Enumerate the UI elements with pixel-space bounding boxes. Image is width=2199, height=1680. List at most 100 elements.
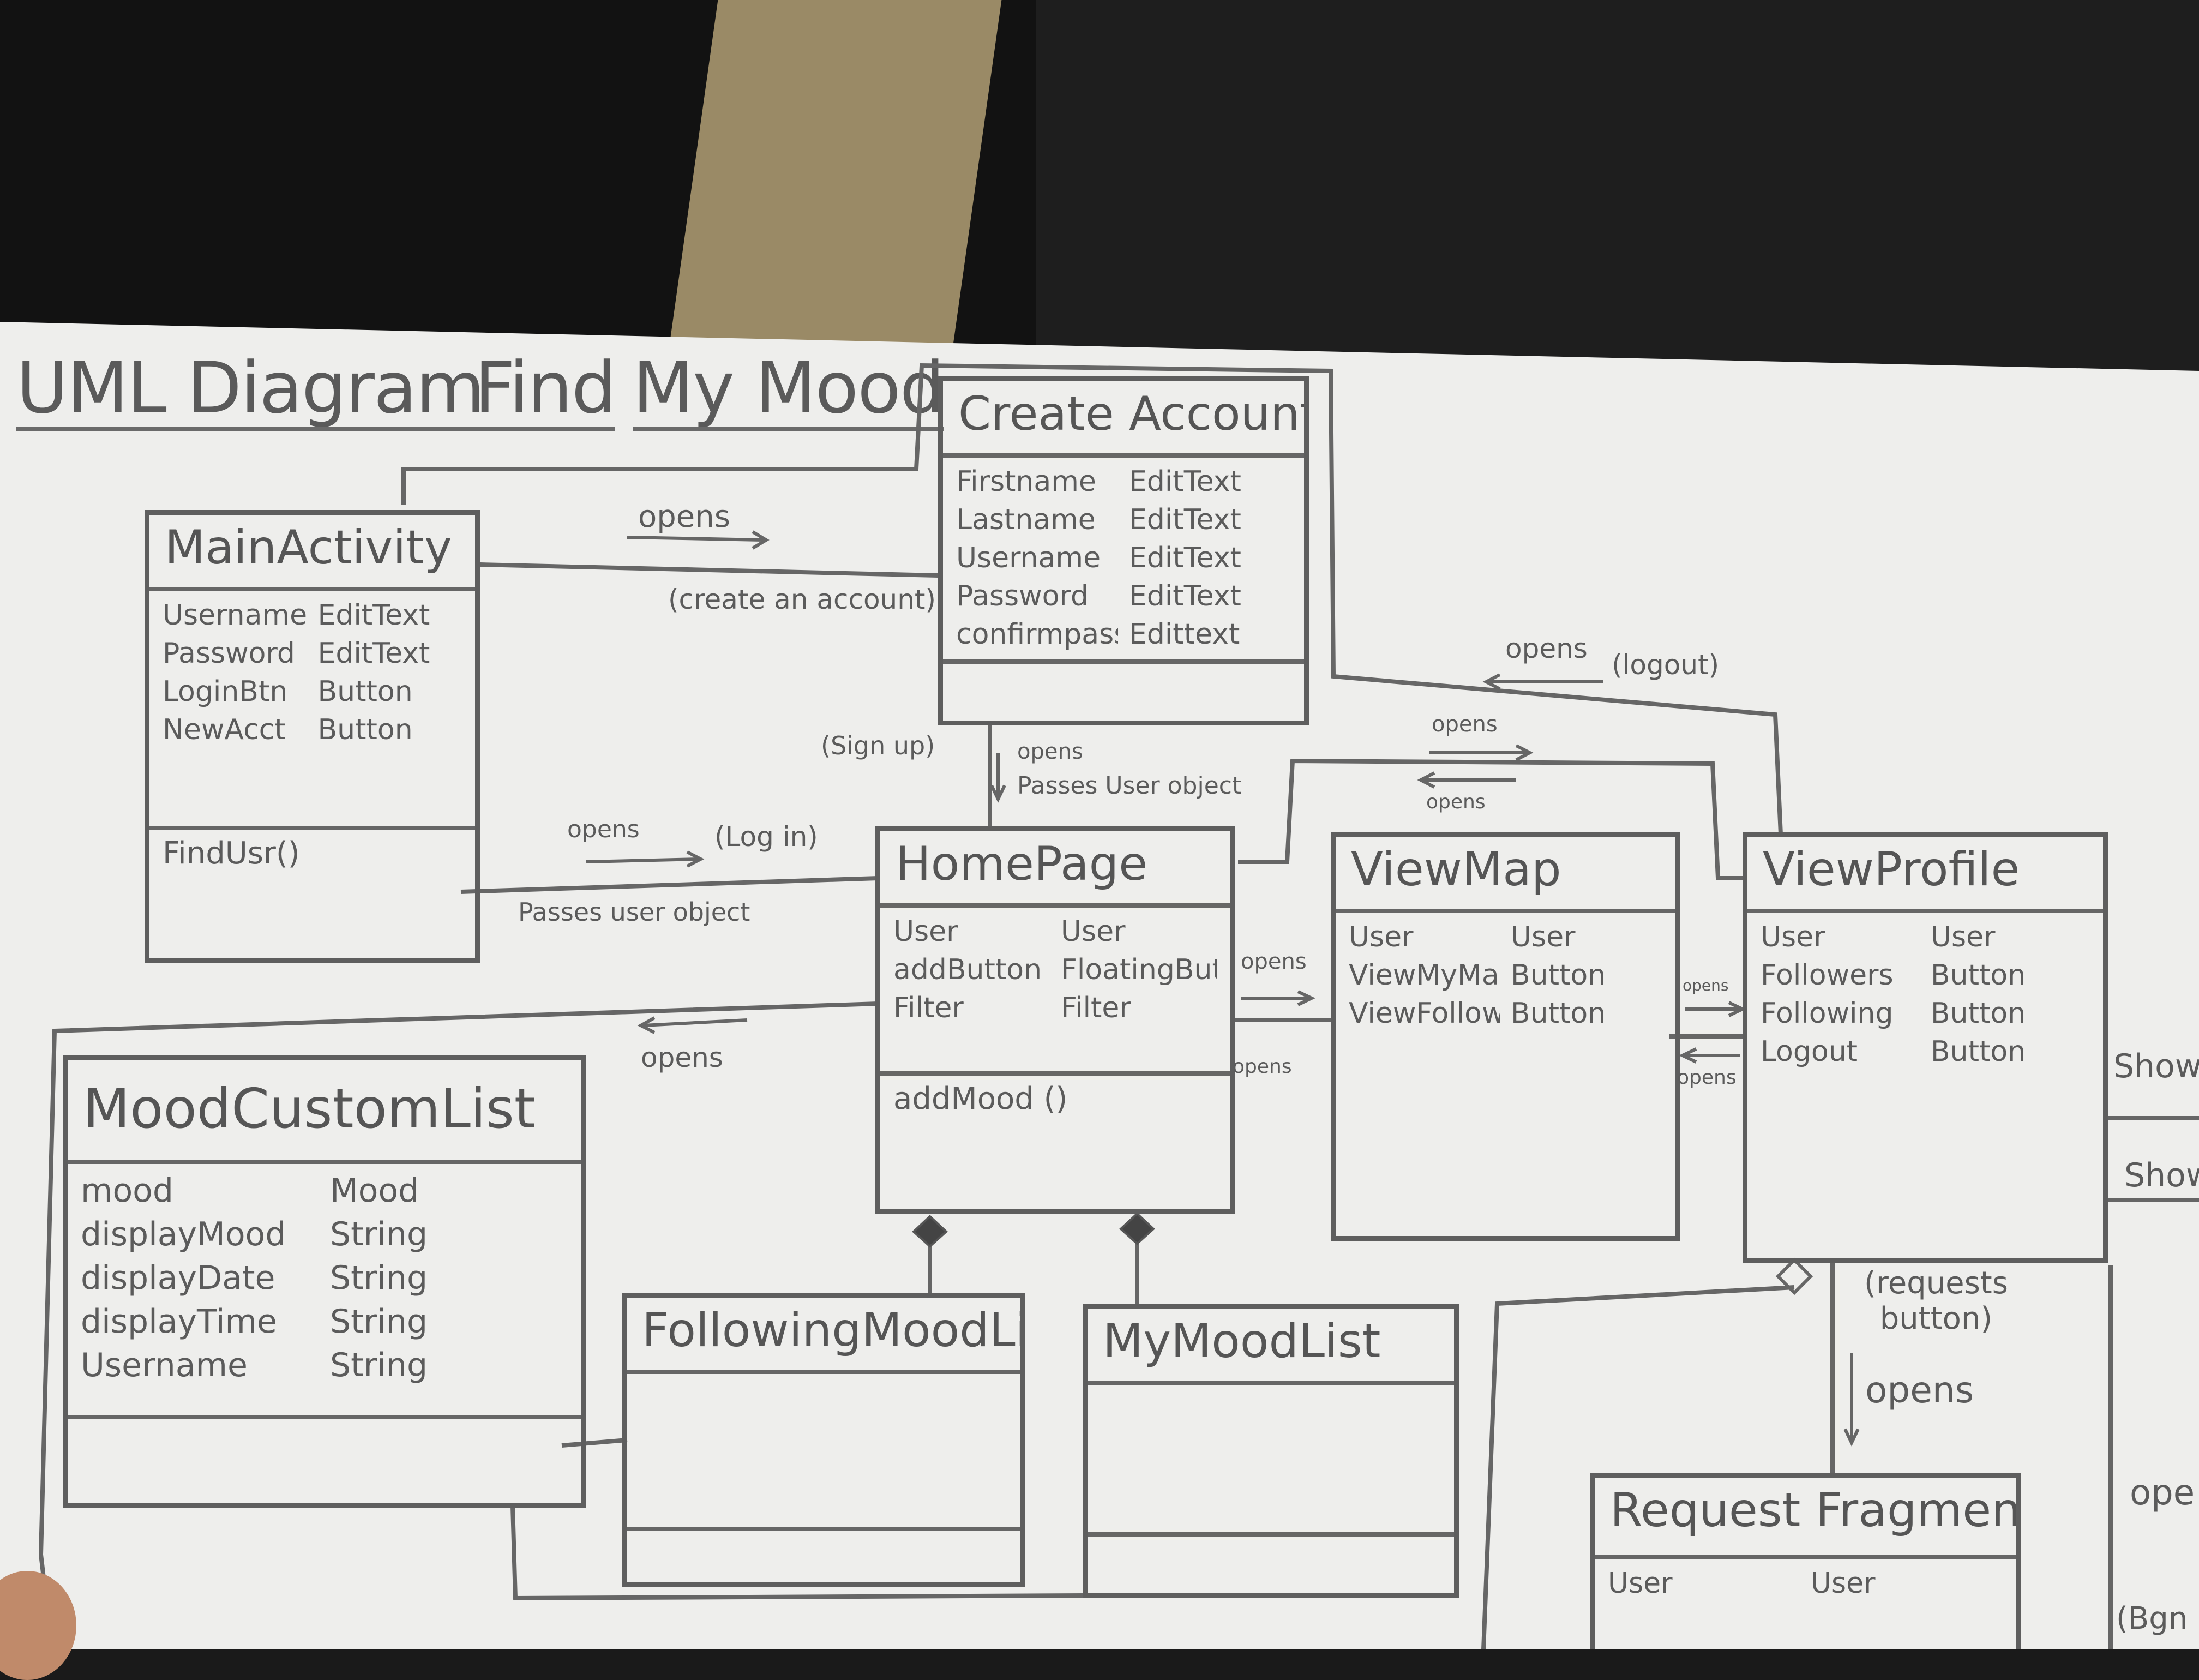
- attr-name: User: [1761, 921, 1825, 953]
- title-find: Find: [474, 349, 616, 431]
- attr-name: Username: [163, 599, 307, 632]
- attr-type: Button: [317, 675, 413, 708]
- attr-name: User: [1349, 921, 1414, 953]
- edge-label-opens: opens: [1677, 1066, 1737, 1089]
- class-name: MoodCustomList: [68, 1060, 581, 1164]
- operations-section: [943, 659, 1304, 729]
- attr-type: Button: [1931, 1035, 2026, 1068]
- edge-label-opens: opens: [1432, 712, 1498, 737]
- class-name: ViewMap: [1336, 837, 1675, 913]
- class-name: FollowingMoodList: [627, 1298, 1020, 1374]
- class-mood-custom-list: MoodCustomList mood Mood displayMood Str…: [63, 1055, 586, 1508]
- attr-type: User: [1511, 921, 1576, 953]
- attr-type: EditText: [317, 637, 430, 670]
- edge-label-right-3: ope: [2130, 1473, 2195, 1513]
- edge-label-right-1: Show: [2113, 1047, 2199, 1085]
- edge-label-create-account: (create an account): [668, 584, 936, 615]
- attr-name: Following: [1761, 997, 1894, 1030]
- attribute-list: Firstname EditText Lastname EditText Use…: [943, 458, 1304, 658]
- edge-label-opens: opens: [1865, 1369, 1974, 1411]
- attr-type: EditText: [1129, 542, 1241, 574]
- attr-name: ViewFollowMap: [1349, 997, 1500, 1030]
- attr-name: Password: [956, 580, 1089, 613]
- attr-type: EditText: [1129, 580, 1241, 613]
- line-home-to-profile: [1238, 758, 1745, 880]
- class-name: HomePage: [880, 831, 1230, 908]
- attr-name: displayMood: [81, 1215, 286, 1253]
- attr-type: Button: [317, 713, 413, 746]
- attr-name: User: [1608, 1567, 1673, 1600]
- edge-label-opens: opens: [638, 499, 730, 535]
- title-uml-diagram: UML Diagram: [16, 349, 485, 431]
- edge-label-opens: opens: [641, 1042, 723, 1073]
- attr-type: EditText: [1129, 465, 1241, 498]
- attribute-list: User User ViewMyMap Button ViewFollowMap…: [1336, 913, 1675, 1037]
- attr-name: mood: [81, 1172, 173, 1210]
- attr-name: User: [893, 915, 958, 948]
- attr-type: User: [1811, 1567, 1876, 1600]
- edge-label-opens: opens: [1233, 1055, 1292, 1078]
- attr-type: String: [330, 1346, 428, 1384]
- edge-label-requests-button: (requests button): [1864, 1265, 2008, 1336]
- line-moodlist-following: [561, 1438, 628, 1448]
- attribute-list: User User Followers Button Following But…: [1747, 913, 2103, 1076]
- attr-name: LoginBtn: [163, 675, 288, 708]
- attribute-list: User User addButton FloatingButton Filte…: [880, 908, 1230, 1032]
- attr-type: EditText: [317, 599, 430, 632]
- class-create-account: Create Account Firstname EditText Lastna…: [938, 376, 1309, 725]
- attr-type: EditText: [1129, 503, 1241, 536]
- operations-section: addMood (): [880, 1071, 1230, 1223]
- operations-section: [627, 1527, 1020, 1586]
- line-bottom-link: [510, 1505, 1086, 1601]
- edge-label-logout: (logout): [1612, 649, 1720, 681]
- attr-name: Firstname: [956, 465, 1096, 498]
- attr-name: displayDate: [81, 1259, 275, 1297]
- edge-label-passes-user: Passes User object: [1017, 772, 1242, 800]
- attr-type: Button: [1511, 997, 1606, 1030]
- class-following-mood-list: FollowingMoodList: [622, 1293, 1025, 1587]
- attr-type: Button: [1931, 997, 2026, 1030]
- edge-label-opens: opens: [1683, 976, 1729, 994]
- line-profile-to-create: [401, 363, 1783, 835]
- attr-name: Password: [163, 637, 295, 670]
- edge-label-login: (Log in): [714, 821, 818, 853]
- background-chair: [1036, 0, 2199, 382]
- attr-name: Followers: [1761, 959, 1894, 992]
- line-profile-left: [1481, 1285, 1795, 1649]
- edge-label-opens: opens: [1241, 949, 1307, 974]
- attribute-list: User User: [1595, 1559, 2016, 1607]
- attribute-list: mood Mood displayMood String displayDate…: [68, 1164, 581, 1392]
- attr-name: ViewMyMap: [1349, 959, 1500, 992]
- attr-type: Mood: [330, 1172, 419, 1210]
- attr-name: NewAcct: [163, 713, 286, 746]
- edge-label-opens: opens: [1426, 791, 1486, 813]
- line-main-to-create: [479, 562, 939, 578]
- attribute-list: Username EditText Password EditText Logi…: [149, 591, 475, 754]
- attr-name: Username: [956, 542, 1101, 574]
- class-main-activity: MainActivity Username EditText Password …: [145, 510, 480, 963]
- class-request-fragment: Request Fragment User User: [1590, 1473, 2021, 1649]
- attr-type: User: [1061, 915, 1126, 948]
- class-view-map: ViewMap User User ViewMyMap Button ViewF…: [1331, 832, 1680, 1241]
- attr-name: Filter: [893, 992, 964, 1024]
- attr-type: Button: [1511, 959, 1606, 992]
- class-name: MainActivity: [149, 515, 475, 591]
- class-name: ViewProfile: [1747, 837, 2103, 913]
- class-name: Create Account: [943, 381, 1304, 458]
- edge-label-opens: opens: [1505, 633, 1588, 664]
- attr-name: addButton: [893, 953, 1042, 986]
- operations-section: FindUsr(): [149, 826, 475, 972]
- attr-type: User: [1931, 921, 1996, 953]
- attr-type: Filter: [1061, 992, 1131, 1024]
- attr-type: FloatingButton: [1061, 953, 1217, 986]
- attr-name: Username: [81, 1346, 248, 1384]
- attr-name: Logout: [1761, 1035, 1858, 1068]
- edge-label-right-2: Show: [2124, 1156, 2199, 1195]
- attr-name: Lastname: [956, 503, 1096, 536]
- line-main-to-home: [460, 876, 879, 894]
- attr-type: String: [330, 1259, 428, 1297]
- operations-section: [68, 1415, 581, 1474]
- class-home-page: HomePage User User addButton FloatingBut…: [875, 826, 1235, 1214]
- class-view-profile: ViewProfile User User Followers Button F…: [1743, 832, 2108, 1263]
- attr-type: String: [330, 1303, 428, 1341]
